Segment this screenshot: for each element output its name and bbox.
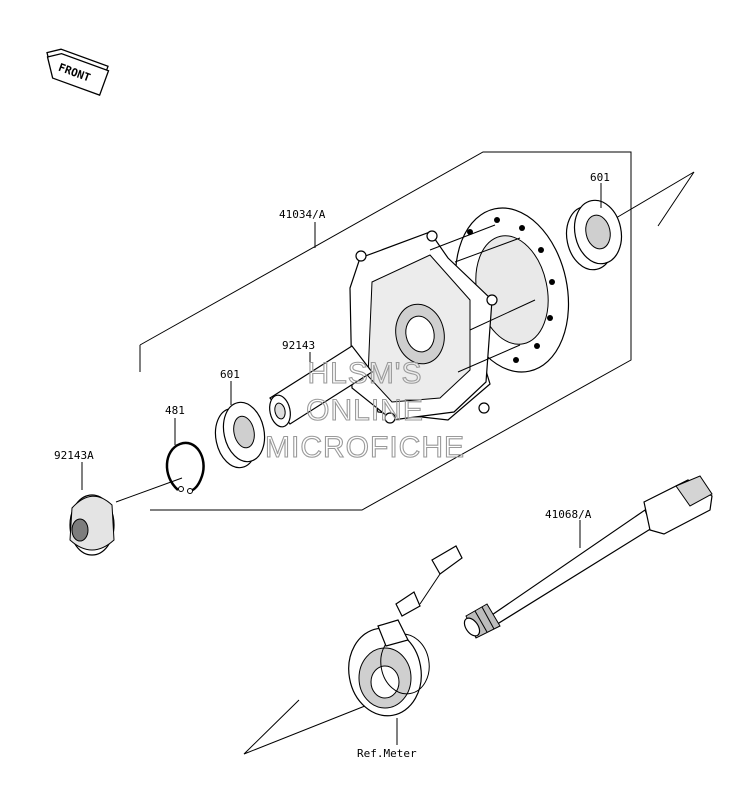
callout-axle: 41068/A xyxy=(545,508,592,521)
watermark: HLSM'S ONLINE MICROFICHE xyxy=(264,356,465,464)
callout-hub: 41034/A xyxy=(279,208,326,221)
callout-collar: 92143A xyxy=(54,449,94,462)
callout-circlip: 481 xyxy=(165,404,185,417)
collar xyxy=(69,494,115,556)
watermark-line-2: ONLINE xyxy=(306,394,424,427)
leader-lines xyxy=(81,183,602,745)
axle xyxy=(463,475,713,639)
callout-meter-ref: Ref.Meter xyxy=(357,747,417,760)
front-arrow-badge: FRONT xyxy=(46,48,110,96)
circlip xyxy=(165,441,205,494)
spacer xyxy=(269,345,373,428)
callout-bearing-right: 601 xyxy=(590,171,610,184)
hub-assembly xyxy=(349,207,570,424)
bearing-right xyxy=(565,199,623,271)
watermark-line-3: MICROFICHE xyxy=(265,431,465,464)
callout-bearing-left: 601 xyxy=(220,368,240,381)
watermark-line-1: HLSM'S xyxy=(307,357,422,390)
assembly-frame xyxy=(139,151,632,511)
meter-gear xyxy=(348,545,463,717)
bearing-left xyxy=(214,401,266,469)
callout-spacer: 92143 xyxy=(282,339,315,352)
